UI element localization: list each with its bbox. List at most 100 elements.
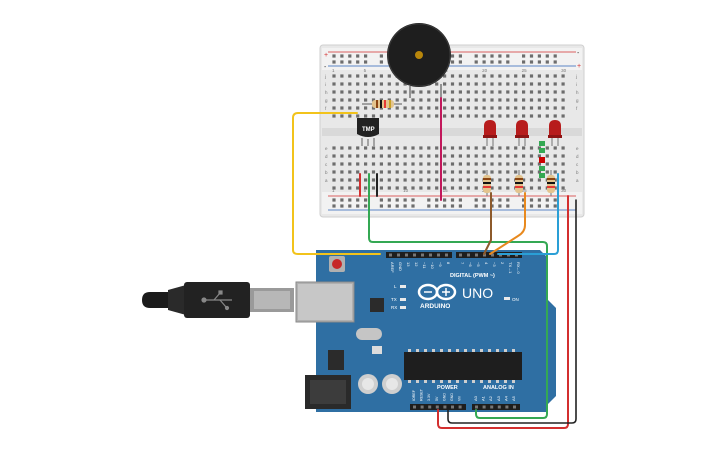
wire-brown[interactable] — [483, 192, 492, 255]
header-pin[interactable] — [405, 253, 408, 257]
rail-hole — [522, 198, 526, 202]
rail-hole — [537, 204, 541, 208]
led-resistor-2[interactable] — [515, 170, 523, 196]
piezo-buzzer[interactable] — [387, 23, 451, 98]
breadboard-hole — [387, 170, 391, 174]
header-pin[interactable] — [420, 405, 424, 409]
header-pin[interactable] — [505, 405, 509, 409]
breadboard-hole — [427, 98, 431, 102]
wire-blue[interactable] — [497, 173, 559, 255]
header-pin[interactable] — [475, 405, 478, 409]
header-pin[interactable] — [451, 405, 454, 409]
breadboard-hole — [466, 74, 470, 78]
breadboard-hole — [340, 90, 344, 94]
rail-hole — [458, 60, 462, 64]
chip-pin — [512, 380, 515, 383]
wire-green[interactable] — [368, 173, 548, 419]
row-letter: d — [576, 154, 579, 159]
rail-hole — [411, 204, 415, 208]
header-pin[interactable] — [443, 405, 447, 409]
breadboard-hole — [411, 170, 415, 174]
wire-yellow[interactable] — [292, 112, 381, 255]
rail-hole — [553, 60, 557, 64]
header-pin[interactable] — [435, 405, 439, 409]
hover-indicator — [539, 141, 545, 178]
header-pin[interactable] — [490, 405, 494, 409]
temperature-sensor[interactable]: TMP — [357, 118, 379, 146]
breadboard-hole — [379, 162, 383, 166]
rail-hole — [356, 54, 360, 58]
l-label: L — [394, 284, 397, 289]
rail-hole — [403, 198, 407, 202]
header-pin[interactable] — [497, 405, 501, 409]
chip-pin — [432, 380, 435, 383]
breadboard-hole — [490, 90, 494, 94]
led-resistor-1[interactable] — [483, 170, 491, 196]
reset-button-cap[interactable] — [332, 259, 342, 269]
breadboard-hole — [379, 90, 383, 94]
breadboard-hole — [340, 98, 344, 102]
led-1[interactable] — [483, 120, 497, 146]
usb-cable — [142, 282, 294, 318]
rail-hole — [498, 60, 502, 64]
header-pin[interactable] — [445, 253, 448, 257]
header-pin[interactable] — [413, 253, 416, 257]
header-pin[interactable] — [437, 253, 440, 257]
header-pin[interactable] — [467, 253, 470, 257]
breadboard-hole — [427, 162, 431, 166]
model-label: UNO — [462, 285, 493, 301]
digital-pin-label: ~3 — [492, 262, 497, 267]
pullup-resistor[interactable] — [362, 100, 402, 108]
header-pin[interactable] — [397, 253, 400, 257]
breadboard-hole — [514, 106, 518, 110]
breadboard-hole — [466, 82, 470, 86]
digital-pin-label: ~9 — [438, 262, 443, 267]
digital-pin-label: AREF — [390, 262, 395, 273]
breadboard-hole — [419, 186, 423, 190]
header-pin[interactable] — [459, 253, 462, 257]
chip-pin — [456, 349, 459, 352]
led-3[interactable] — [548, 120, 562, 146]
wire-orange[interactable] — [489, 192, 526, 255]
header-pin[interactable] — [389, 253, 392, 257]
rail-hole — [537, 60, 541, 64]
breadboard-hole — [537, 82, 541, 86]
breadboard-hole — [529, 106, 534, 110]
header-pin[interactable] — [491, 253, 494, 257]
rail-hole — [482, 204, 486, 208]
breadboard-hole — [443, 178, 447, 182]
arduino-uno-board[interactable]: ARDUINO UNO DIGITAL (PWM ~) POWER ANALOG… — [295, 250, 556, 412]
rail-hole — [490, 54, 494, 58]
breadboard-hole — [506, 106, 510, 110]
digital-pin-label: 7 — [460, 262, 465, 265]
header-pin[interactable] — [413, 405, 416, 409]
rail-hole — [545, 60, 549, 64]
breadboard-hole — [474, 162, 478, 166]
header-pin[interactable] — [421, 253, 424, 257]
rail-hole — [356, 60, 360, 64]
breadboard-hole — [443, 170, 447, 174]
row-letter: a — [576, 178, 579, 183]
rail-hole — [522, 54, 526, 58]
wire-black[interactable] — [447, 199, 577, 424]
breadboard-hole — [498, 106, 502, 110]
breadboard-hole — [553, 154, 557, 158]
header-pin[interactable] — [429, 253, 432, 257]
header-pin[interactable] — [482, 405, 486, 409]
header-pin[interactable] — [483, 253, 486, 257]
rail-hole — [482, 54, 486, 58]
led-2[interactable] — [515, 120, 529, 146]
breadboard-hole — [522, 106, 526, 110]
led-resistor-3[interactable] — [547, 170, 555, 196]
breadboard-hole — [545, 146, 549, 150]
analog-pin-label: A0 — [473, 395, 478, 401]
breadboard-hole — [450, 162, 455, 166]
breadboard-hole — [506, 154, 510, 158]
breadboard-hole — [395, 114, 399, 118]
header-pin[interactable] — [458, 405, 462, 409]
header-pin[interactable] — [513, 405, 516, 409]
wire-red[interactable] — [437, 195, 569, 429]
header-pin[interactable] — [428, 405, 432, 409]
header-pin[interactable] — [475, 253, 478, 257]
breadboard-hole — [474, 74, 478, 78]
